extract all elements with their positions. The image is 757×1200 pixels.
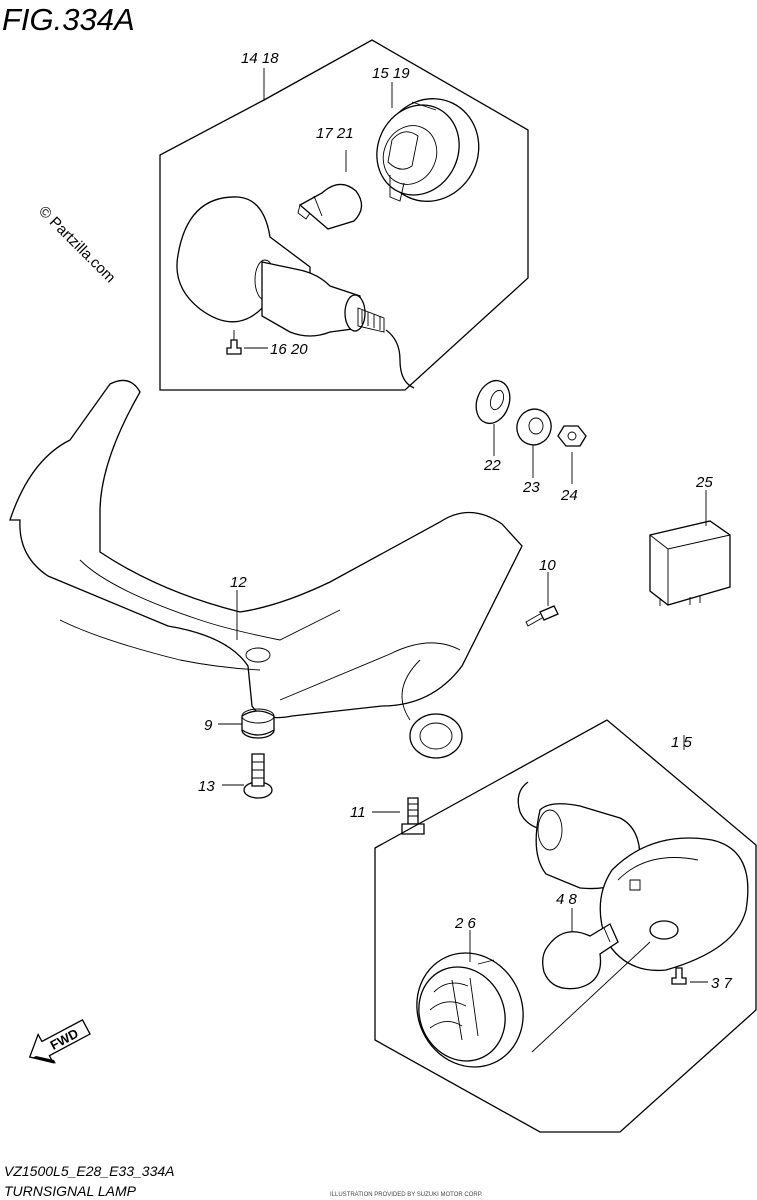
callout-13[interactable]: 13 [198, 778, 215, 795]
callout-3-7[interactable]: 3 7 [711, 975, 733, 992]
callout-12[interactable]: 12 [230, 574, 247, 591]
grommet-9[interactable] [241, 708, 275, 739]
figure-subtitle: TURNSIGNAL LAMP [4, 1183, 137, 1199]
callout-2-6[interactable]: 2 6 [454, 915, 477, 932]
callout-22[interactable]: 22 [483, 457, 501, 474]
callout-17-21[interactable]: 17 21 [316, 125, 354, 142]
screw-3-7[interactable] [671, 967, 687, 985]
callout-15-19[interactable]: 15 19 [372, 65, 410, 82]
watermark-text: © Partzilla.com [35, 203, 118, 286]
fwd-label: FWD [48, 1026, 81, 1053]
callout-11[interactable]: 11 [350, 804, 366, 821]
figure-title: FIG.334A [2, 2, 135, 37]
callout-25[interactable]: 25 [695, 474, 713, 491]
bulb-17-21[interactable] [297, 183, 363, 230]
bolt-13[interactable] [243, 753, 273, 799]
callout-4-8[interactable]: 4 8 [556, 891, 578, 908]
screw-10[interactable] [525, 605, 559, 627]
screw-16-20[interactable] [226, 330, 242, 355]
callout-9[interactable]: 9 [204, 717, 213, 734]
model-code: VZ1500L5_E28_E33_334A [4, 1163, 174, 1179]
fwd-arrow: FWD [28, 1019, 91, 1064]
copyright-fine-print: ILLUSTRATION PROVIDED BY SUZUKI MOTOR CO… [330, 1192, 483, 1198]
bracket-12[interactable] [9, 379, 523, 759]
callout-14-18[interactable]: 14 18 [241, 50, 279, 67]
relay-25[interactable] [649, 520, 731, 606]
bulb-4-8[interactable] [542, 923, 619, 990]
callout-16-20[interactable]: 16 20 [270, 341, 308, 358]
group-outline-upper [159, 39, 529, 391]
spacer-22[interactable] [470, 376, 515, 428]
turnsignal-housing[interactable] [176, 196, 415, 389]
callout-1-5[interactable]: 1 5 [671, 734, 693, 751]
front-turnsignal-assembly-group: 1 5 4 8 2 6 [374, 719, 757, 1133]
turnsignal-lens-15-19[interactable] [362, 83, 495, 218]
bolt-11[interactable] [401, 797, 425, 835]
rear-turnsignal-assembly-group: 14 18 15 19 17 21 [159, 39, 529, 391]
callout-23[interactable]: 23 [522, 479, 540, 496]
group-outline-lower [374, 719, 757, 1133]
turnsignal-housing-front[interactable] [517, 781, 749, 1053]
nut-24[interactable] [557, 425, 587, 447]
turnsignal-lens-2-6[interactable] [398, 935, 541, 1084]
washer-23[interactable] [512, 404, 556, 449]
callout-10[interactable]: 10 [539, 557, 556, 574]
callout-24[interactable]: 24 [560, 487, 578, 504]
